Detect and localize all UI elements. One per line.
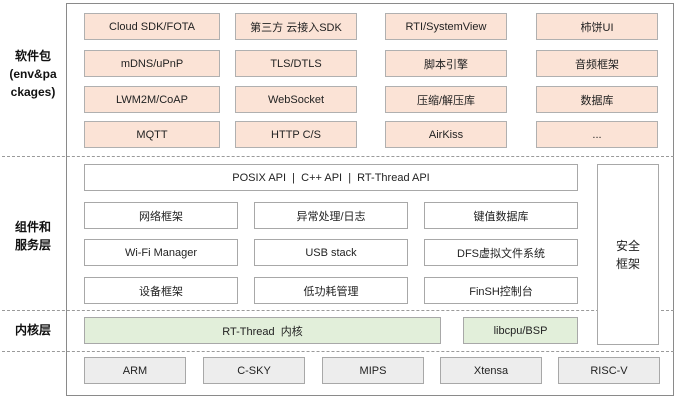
api-bar: POSIX API | C++ API | RT-Thread API (84, 164, 578, 191)
package-persimmon-ui: 柿饼UI (536, 13, 658, 40)
service-network-framework: 网络框架 (84, 202, 238, 229)
service-wifi-manager: Wi-Fi Manager (84, 239, 238, 266)
package-rti-systemview: RTI/SystemView (385, 13, 507, 40)
security-framework-line2: 框架 (615, 256, 640, 271)
package-compression-lib: 压缩/解压库 (385, 86, 507, 113)
package-database: 数据库 (536, 86, 658, 113)
service-kv-database: 键值数据库 (424, 202, 578, 229)
package-mdns-upnp: mDNS/uPnP (84, 50, 220, 77)
service-dfs: DFS虚拟文件系统 (424, 239, 578, 266)
package-airkiss: AirKiss (385, 121, 507, 148)
kernel-core: RT-Thread 内核 (84, 317, 441, 344)
package-script-engine: 脚本引擎 (385, 50, 507, 77)
package-cloud-sdk-fota: Cloud SDK/FOTA (84, 13, 220, 40)
security-framework: 安全 框架 (597, 164, 659, 345)
package-third-party-cloud-sdk: 第三方 云接入SDK (235, 13, 357, 40)
separator-kernel (2, 351, 674, 352)
arch-arm: ARM (84, 357, 186, 384)
separator-services (2, 310, 674, 311)
separator-packages (2, 156, 674, 157)
service-usb-stack: USB stack (254, 239, 408, 266)
service-device-framework: 设备框架 (84, 277, 238, 304)
service-low-power: 低功耗管理 (254, 277, 408, 304)
layer-label-services: 组件和 服务层 (14, 220, 51, 252)
arch-csky: C-SKY (203, 357, 305, 384)
package-more: ... (536, 121, 658, 148)
security-framework-line1: 安全 (615, 238, 640, 253)
arch-xtensa: Xtensa (440, 357, 542, 384)
package-http-cs: HTTP C/S (235, 121, 357, 148)
service-exception-log: 异常处理/日志 (254, 202, 408, 229)
arch-riscv: RISC-V (558, 357, 660, 384)
package-tls-dtls: TLS/DTLS (235, 50, 357, 77)
package-websocket: WebSocket (235, 86, 357, 113)
package-audio-framework: 音频框架 (536, 50, 658, 77)
service-finsh-console: FinSH控制台 (424, 277, 578, 304)
kernel-libcpu-bsp: libcpu/BSP (463, 317, 578, 344)
arch-mips: MIPS (322, 357, 424, 384)
package-lwm2m-coap: LWM2M/CoAP (84, 86, 220, 113)
layer-label-kernel: 内核层 (14, 323, 51, 337)
layer-label-packages: 软件包 (env&pa ckages) (9, 49, 57, 99)
package-mqtt: MQTT (84, 121, 220, 148)
diagram-frame (66, 3, 674, 396)
